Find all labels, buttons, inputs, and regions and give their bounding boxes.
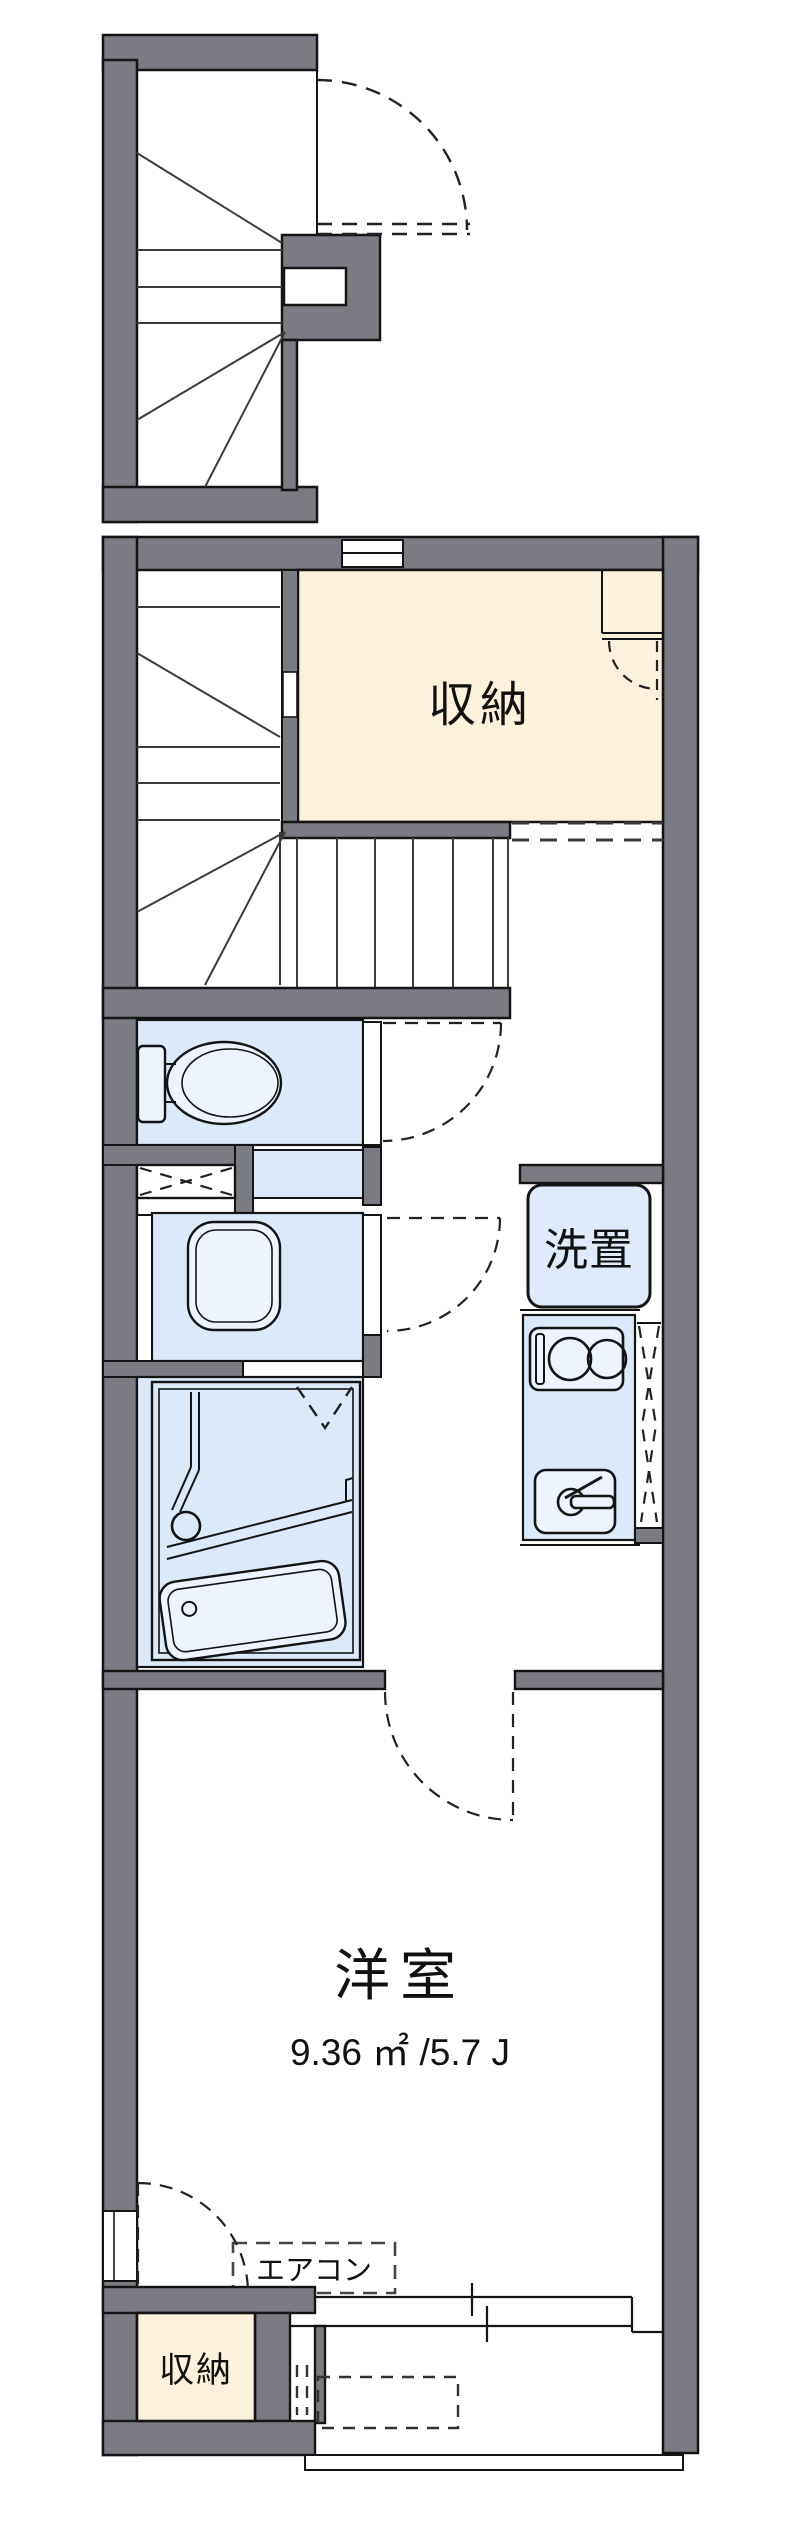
storage-lower-box — [135, 2311, 257, 2423]
exterior-staircase — [101, 33, 470, 524]
washroom-door-leaf — [362, 1214, 382, 1336]
storage-door-swing — [607, 640, 659, 700]
room-door-swing — [383, 1691, 515, 1822]
washroom-window — [136, 1214, 153, 1362]
entrance-threshold — [304, 2454, 684, 2471]
exterior-stair-treads — [136, 152, 286, 488]
toilet-door-swing — [382, 1021, 503, 1143]
washer-place-box — [526, 1183, 652, 1309]
aircon-box — [231, 2241, 397, 2295]
bathtub — [158, 1559, 347, 1662]
washroom — [102, 1211, 502, 1378]
storage-shelf — [601, 570, 663, 640]
room-window — [102, 2210, 138, 2282]
kitchen-sink — [533, 1468, 617, 1535]
bath-fittings — [166, 1392, 354, 1560]
toilet-fixture — [136, 1040, 283, 1126]
bath-door-fold — [296, 1386, 354, 1431]
storage-open-edge — [512, 821, 663, 842]
toilet-room — [102, 1018, 503, 1214]
washbasin — [186, 1220, 282, 1332]
toilet-door-leaf — [362, 1021, 382, 1146]
top-wall-window — [341, 539, 404, 568]
stove — [528, 1326, 628, 1392]
interior-stair-treads — [136, 606, 509, 988]
washroom-door-swing — [386, 1216, 502, 1333]
room-entry-door-swing — [136, 2181, 250, 2294]
storage-room-upper — [280, 568, 665, 842]
bathroom — [101, 1375, 387, 1691]
hatch-box — [135, 1163, 237, 1200]
interior-staircase — [101, 606, 512, 1020]
western-room — [102, 1669, 665, 2342]
kitchen-side-window — [634, 1322, 664, 1544]
entrance-zone — [101, 2285, 684, 2471]
entrance-door-marks — [295, 2365, 460, 2430]
kitchen-zone — [518, 1163, 665, 1546]
upstairs-door-swing — [316, 78, 470, 236]
kitchen-counter — [520, 1309, 640, 1546]
